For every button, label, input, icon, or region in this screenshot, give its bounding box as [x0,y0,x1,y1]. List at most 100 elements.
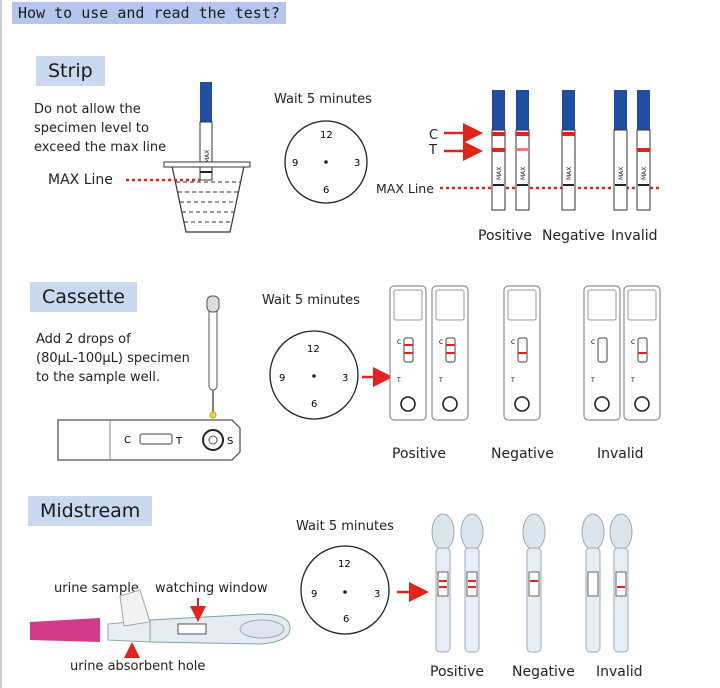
cassette-result-invalid: Invalid [597,446,644,462]
strip-max-line-label: MAX Line [48,172,113,188]
clock-6: 6 [311,399,317,410]
svg-text:T: T [438,377,443,384]
svg-text:MAX: MAX [618,167,625,180]
svg-text:C: C [631,339,635,346]
strip-t-label: T [429,143,437,158]
strip-instruction: Do not allow the specimen level to excee… [34,100,166,157]
clock-3: 3 [342,373,348,384]
strip-invalid-2 [636,90,651,211]
midstream-section-label: Midstream [28,496,153,526]
cassette-s-mark: S [227,436,233,447]
midstream-grip [239,619,285,639]
strip-section-label: Strip [36,56,105,86]
midstream-clock: 12 3 6 9 [300,545,390,635]
cassette-result-negative: Negative [491,446,554,462]
drop [209,411,217,419]
midstream-positive-1 [431,513,455,653]
svg-text:T: T [396,377,401,384]
cup-liquid-lines [176,181,240,223]
strip-cup-illustration: MAX [126,82,251,233]
midstream-invalid-1 [581,513,605,653]
cassette-t-mark: T [175,436,183,447]
dropper-bulb [206,295,220,313]
svg-text:MAX: MAX [496,167,503,180]
strip-c-label: C [429,128,439,143]
strip-invalid-1 [613,90,628,211]
strip-result-invalid: Invalid [611,228,658,244]
clock-6: 6 [323,185,329,196]
cassette-instruction: Add 2 drops of (80μL-100μL) specimen to … [36,330,190,387]
clock-12: 12 [338,559,351,570]
svg-text:C: C [511,339,515,346]
strip-result-negative: Negative [542,228,605,244]
cassette-instruction-line-3: to the sample well. [36,370,161,385]
strip-result-max-marks: MAX MAX MAX MAX MAX [496,167,648,180]
cassette-negative: C T [503,285,541,421]
strip-positive-2 [515,90,530,211]
strip-clock: 12 3 6 9 [284,120,368,204]
midstream-urine-sample-label: urine sample [54,581,139,596]
midstream-results [431,513,633,653]
midstream-result-invalid: Invalid [596,664,643,680]
strip-positive-1 [491,90,506,211]
midstream-negative [522,513,546,653]
dropper-tube [208,299,218,391]
svg-text:C: C [591,339,595,346]
strip-max-line-right-label: MAX Line [376,181,434,196]
cassette-results: C T C T C T [389,285,661,421]
page-border [0,0,2,688]
midstream-result-positive: Positive [430,664,484,680]
strip-instruction-line-1: Do not allow the [34,102,141,117]
clock-12: 12 [307,344,320,355]
cassette-section-label: Cassette [30,282,137,312]
svg-text:T: T [510,377,515,384]
strip-result-positive: Positive [478,228,532,244]
svg-text:T: T [590,377,595,384]
clock-9: 9 [292,158,298,169]
cassette-invalid-1: C T [583,285,621,421]
svg-text:C: C [439,339,443,346]
clock-9: 9 [311,589,317,600]
midstream-result-negative: Negative [512,664,575,680]
strip-wait-label: Wait 5 minutes [274,92,372,107]
cassette-instruction-line-2: (80μL-100μL) specimen [36,351,190,366]
clock-3: 3 [374,589,380,600]
midstream-watching-window-label: watching window [155,581,268,596]
svg-text:MAX: MAX [566,167,573,180]
svg-text:T: T [630,377,635,384]
strip-instruction-line-2: specimen level to [34,121,149,136]
strip-max-mark: MAX [204,150,211,163]
svg-text:MAX: MAX [520,167,527,180]
cassette-positive-1: C T [389,285,427,421]
cassette-positive-2: C T [431,285,469,421]
midstream-positive-2 [460,513,484,653]
cassette-illustration: C T S [57,295,241,461]
midstream-invalid-2 [609,513,633,653]
strip-results: MAX MAX MAX MAX MAX [440,90,660,211]
clock-12: 12 [320,130,333,141]
urine-sample-splash [119,589,151,627]
midstream-illustration [30,589,291,658]
clock-9: 9 [279,373,285,384]
strip-instruction-line-3: exceed the max line [34,140,167,155]
clock-6: 6 [343,614,349,625]
strip-negative [561,90,576,211]
cassette-instruction-line-1: Add 2 drops of [36,332,131,347]
svg-text:C: C [397,339,401,346]
midstream-window [177,623,207,635]
midstream-cap [30,618,100,642]
midstream-absorbent-hole-label: urine absorbent hole [70,659,206,674]
cassette-invalid-2: C T [623,285,661,421]
cassette-c-mark: C [124,435,131,446]
midstream-wait-label: Wait 5 minutes [296,519,394,534]
strip-handle [200,82,212,122]
cassette-result-positive: Positive [392,446,446,462]
svg-text:MAX: MAX [641,167,648,180]
cassette-window [139,433,173,445]
cassette-wait-label: Wait 5 minutes [262,293,360,308]
cassette-clock: 12 3 6 9 [269,330,359,420]
clock-3: 3 [354,158,360,169]
cup-rim [163,161,251,168]
